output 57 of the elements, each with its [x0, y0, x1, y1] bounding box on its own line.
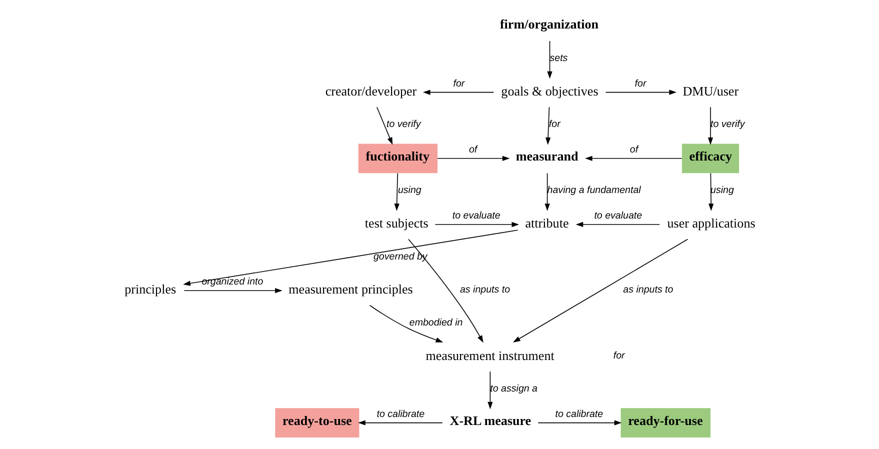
arrow [537, 420, 622, 426]
node-text: user applications [666, 216, 755, 231]
arrow [545, 106, 550, 145]
edge-label: to verify [386, 119, 420, 130]
arrow [436, 156, 510, 161]
node-text: attribute [524, 216, 568, 231]
edge-label: having a fundamental [546, 185, 640, 196]
node-text: measurement instrument [425, 348, 554, 363]
node-text: measurand [515, 148, 578, 164]
arrow [575, 222, 660, 228]
arrow [544, 172, 550, 211]
edge-label: to calibrate [554, 408, 603, 420]
arrow [358, 420, 442, 426]
edge-label: to assign a [490, 383, 537, 394]
label: for [612, 350, 624, 362]
edge-label: for [548, 119, 560, 130]
arrow [707, 106, 713, 145]
node-box: ready-for-use [620, 408, 710, 438]
node-box: efficacy [681, 144, 739, 174]
node-text: measurement principles [288, 282, 412, 297]
edge-label: of [468, 144, 477, 156]
edge-label: sets [549, 52, 568, 64]
edge-label: to verify [710, 119, 744, 130]
arrow [584, 156, 682, 161]
arrow [394, 172, 399, 211]
edge-label: for [634, 78, 646, 90]
edge-label: of [629, 144, 638, 156]
arrow [422, 90, 494, 95]
edge-label: for [452, 78, 464, 90]
node-box: ready-to-use [274, 408, 359, 438]
edge-label: to evaluate [452, 210, 500, 222]
node-text: principles [124, 282, 176, 297]
arrow [487, 371, 492, 410]
arrow [604, 90, 676, 95]
edge-label: embodied in [408, 317, 462, 328]
edge-label: as inputs to [459, 284, 510, 296]
edge-label: as inputs to [622, 284, 673, 296]
edge-label: to evaluate [594, 210, 642, 222]
node-text: X-RL measure [449, 413, 531, 428]
arrow [546, 40, 552, 79]
arrow [708, 172, 714, 211]
arrow [434, 222, 519, 228]
node-text: firm/organization [499, 16, 598, 32]
node-text: test subjects [364, 216, 428, 231]
edge-label: using [397, 185, 421, 196]
edge-label: to calibrate [376, 408, 424, 420]
node-box: fuctionality [358, 144, 438, 174]
node-text: creator/developer [324, 83, 416, 98]
arrow [368, 304, 443, 342]
arrow [512, 238, 688, 342]
edge-label: organized into [201, 276, 263, 288]
arrow [376, 106, 392, 145]
arrow [182, 230, 518, 286]
node-text: goals & objectives [500, 83, 598, 98]
arrow [408, 238, 483, 343]
node-text: DMU/user [682, 83, 738, 98]
arrow [183, 288, 282, 294]
